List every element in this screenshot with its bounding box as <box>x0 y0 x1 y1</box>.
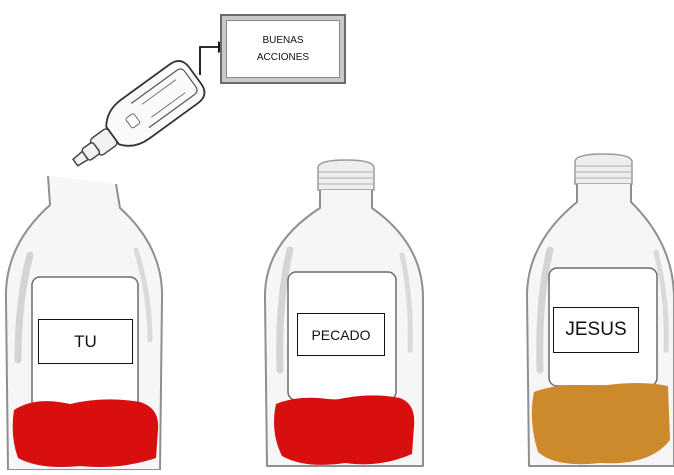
callout-line-2: ACCIONES <box>256 52 310 63</box>
buenas-acciones-callout: BUENAS ACCIONES <box>220 14 346 84</box>
label-jesus: JESUS <box>553 307 639 353</box>
liquid-pecado <box>274 395 415 465</box>
label-pecado: PECADO <box>297 313 385 356</box>
label-tu: TU <box>38 319 133 364</box>
dropper-bottle <box>72 60 206 167</box>
callout-arrow <box>199 46 218 75</box>
callout-inner: BUENAS ACCIONES <box>226 20 340 78</box>
callout-line-1: BUENAS <box>262 35 304 46</box>
liquid-jesus <box>531 383 670 465</box>
bottle-pecado <box>263 159 424 467</box>
liquid-tu <box>12 399 159 467</box>
